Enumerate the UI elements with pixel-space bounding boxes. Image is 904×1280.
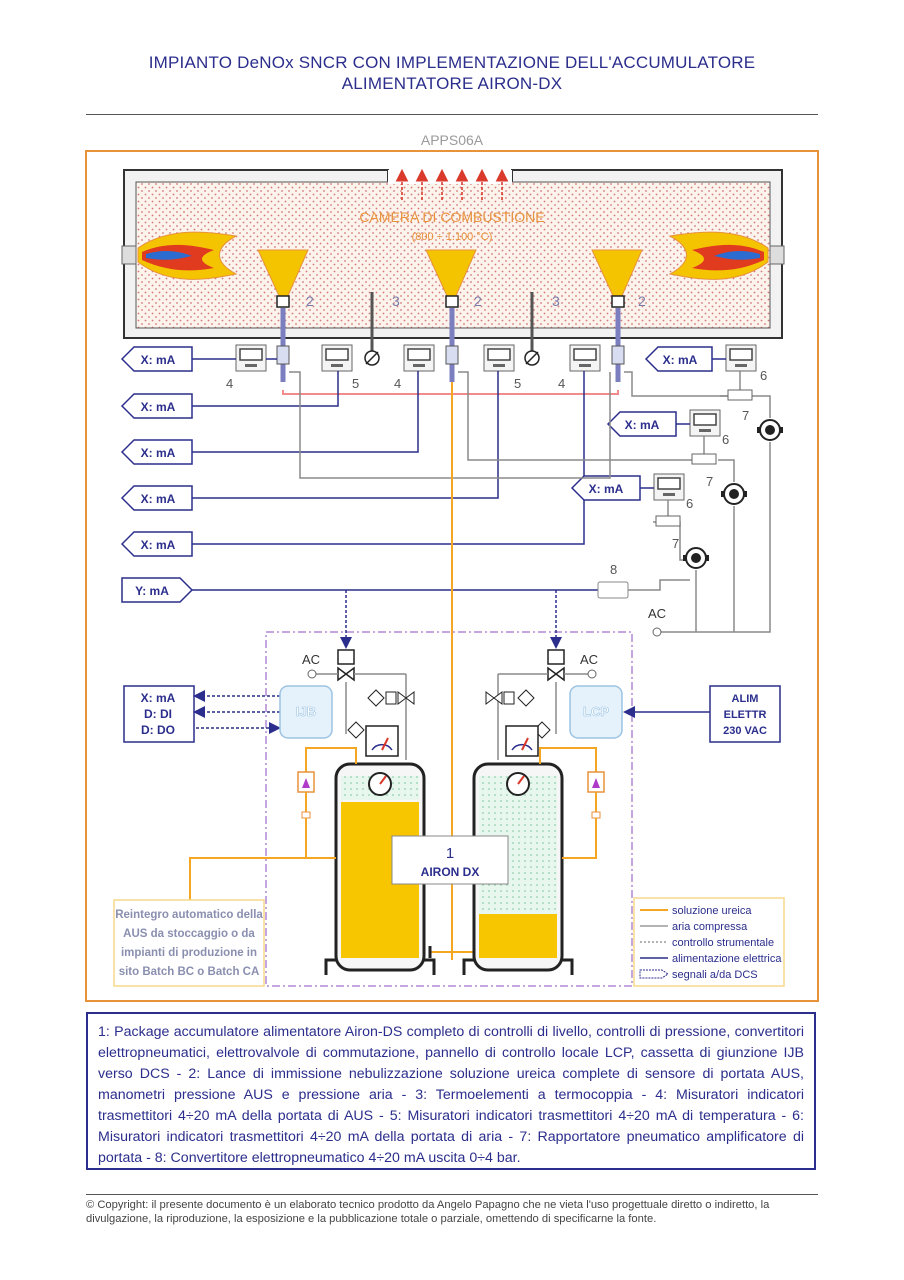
- legend-air: aria compressa: [672, 921, 748, 933]
- header-divider: [86, 114, 818, 115]
- label-ac-main: AC: [648, 606, 666, 621]
- description-text: 1: Package accumulatore alimentatore Air…: [98, 1024, 804, 1166]
- temperature-elements: [364, 350, 540, 366]
- dcs-dashed-signals: [193, 590, 562, 734]
- lance-sprays: [257, 249, 643, 308]
- air-flow-elements: [655, 389, 753, 527]
- combustion-chamber: CAMERA DI COMBUSTIONE (800 ÷ 1.100 °C): [121, 168, 785, 352]
- description-box: 1: Package accumulatore alimentatore Air…: [86, 1012, 816, 1170]
- thermocouples: [370, 292, 534, 352]
- label-lcp: LCP: [583, 704, 609, 719]
- label-meter-5a: 5: [352, 376, 359, 391]
- package-number: 1: [446, 845, 454, 862]
- label-lance-2b: 2: [474, 293, 482, 309]
- refill-line: [189, 857, 336, 900]
- footer-divider: [86, 1194, 818, 1195]
- reintegro-line-3: impianti di produzione in: [121, 947, 257, 959]
- package-name: AIRON DX: [421, 865, 480, 879]
- legend-dcs: segnali a/da DCS: [672, 969, 758, 981]
- label-thermo-3a: 3: [392, 293, 400, 309]
- burner-left: [121, 231, 238, 280]
- label-meter-4c: 4: [558, 376, 565, 391]
- power-line-2: ELETTR: [724, 709, 767, 721]
- dcs-signal-2: D: DI: [144, 707, 172, 721]
- label-meter-4b: 4: [394, 376, 401, 391]
- chamber-name: CAMERA DI COMBUSTIONE: [359, 209, 544, 225]
- solenoid-valves: [307, 649, 597, 734]
- legend-control: controllo strumentale: [672, 937, 774, 949]
- tag-x-ma-1: X: mA: [141, 353, 176, 367]
- tag-x-ma-4: X: mA: [141, 492, 176, 506]
- reintegro-note: [113, 899, 265, 987]
- level-instruments: [297, 747, 605, 859]
- label-meter-5b: 5: [514, 376, 521, 391]
- label-ac-right: AC: [580, 652, 598, 667]
- lance-link-line: [282, 390, 619, 395]
- signal-lines: [192, 358, 726, 591]
- dcs-signal-1: X: mA: [141, 691, 176, 705]
- page-title: IMPIANTO DeNOx SNCR CON IMPLEMENTAZIONE …: [0, 52, 904, 94]
- copyright-footer: © Copyright: il presente documento è un …: [86, 1199, 770, 1225]
- label-ratio-7c: 7: [672, 536, 679, 551]
- lcp-box: [569, 685, 623, 739]
- dcs-signal-tags: X: mA X: mA X: mA X: mA X: mA Y: mA X: m…: [120, 346, 713, 603]
- label-meter-4a: 4: [226, 376, 233, 391]
- lance-stems: [280, 308, 621, 382]
- label-meter-6a: 6: [760, 368, 767, 383]
- reintegro-line-1: Reintegro automatico della: [115, 909, 263, 921]
- label-ac-left: AC: [302, 652, 320, 667]
- label-ratio-7a: 7: [742, 408, 749, 423]
- tag-x-ma-2: X: mA: [141, 400, 176, 414]
- airon-dx-package: [265, 631, 633, 987]
- tank-outlet-valves: [428, 946, 476, 958]
- tag-x-ma-5: X: mA: [141, 538, 176, 552]
- label-converter-8: 8: [610, 562, 617, 577]
- label-ratio-7b: 7: [706, 474, 713, 489]
- package-label-box: [391, 835, 509, 885]
- power-supply-box: [709, 685, 781, 743]
- label-thermo-3b: 3: [552, 293, 560, 309]
- label-lance-2a: 2: [306, 293, 314, 309]
- title-line-2: ALIMENTATORE AIRON-DX: [341, 74, 563, 93]
- dcs-io-box: [123, 685, 195, 743]
- label-meter-6c: 6: [686, 496, 693, 511]
- tag-x-ma-6: X: mA: [663, 353, 698, 367]
- ratio-relays: [682, 419, 784, 569]
- ac-supply-point: [652, 627, 662, 637]
- tag-x-ma-7: X: mA: [625, 418, 660, 432]
- power-line-3: 230 VAC: [723, 725, 767, 737]
- tank-left: [324, 762, 436, 975]
- drawing-code: APPS06A: [420, 132, 484, 148]
- label-lance-2c: 2: [638, 293, 646, 309]
- tank-right: [462, 762, 574, 975]
- burner-right: [668, 231, 785, 280]
- label-ijb: IJB: [296, 704, 316, 719]
- title-line-1: IMPIANTO DeNOx SNCR CON IMPLEMENTAZIONE …: [148, 53, 756, 72]
- tag-x-ma-8: X: mA: [589, 482, 624, 496]
- dcs-signal-3: D: DO: [141, 723, 175, 737]
- flow-sensors: [276, 345, 625, 365]
- pressure-controls: [347, 673, 551, 760]
- label-meter-6b: 6: [722, 432, 729, 447]
- legend-electric: alimentazione elettrica: [672, 953, 782, 965]
- tag-y-ma: Y: mA: [135, 584, 169, 598]
- chamber-temperature: (800 ÷ 1.100 °C): [412, 231, 493, 243]
- power-line-1: ALIM: [732, 693, 759, 705]
- legend-aus: soluzione ureica: [672, 905, 752, 917]
- line-legend: [633, 897, 785, 987]
- ep-converter: [597, 581, 629, 599]
- reintegro-line-4: sito Batch BC o Batch CA: [119, 966, 260, 978]
- process-diagram: CAMERA DI COMBUSTIONE (800 ÷ 1.100 °C): [85, 150, 819, 1002]
- tag-x-ma-3: X: mA: [141, 446, 176, 460]
- reintegro-line-2: AUS da stoccaggio o da: [123, 928, 255, 940]
- plant-border: [85, 150, 819, 1002]
- ijb-box: [279, 685, 333, 739]
